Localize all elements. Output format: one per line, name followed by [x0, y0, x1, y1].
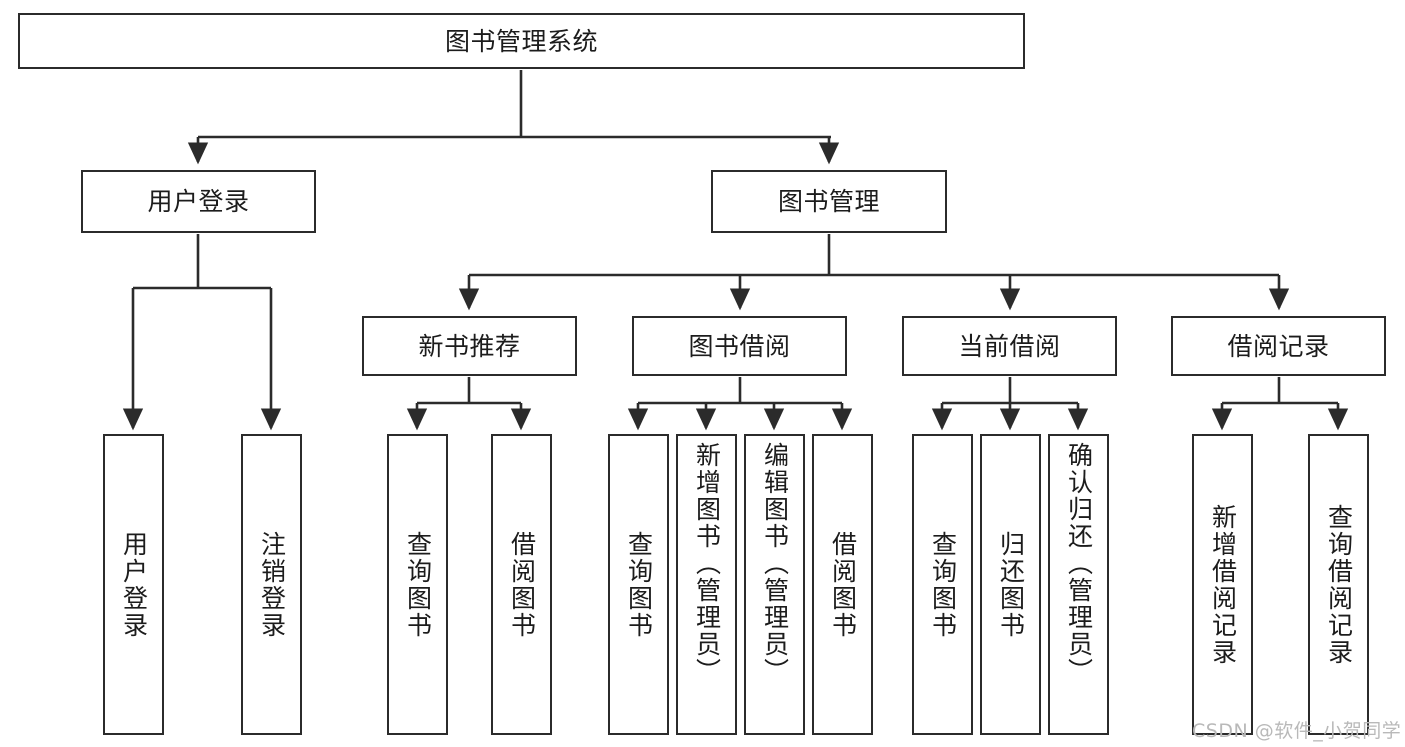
node-borrow-record[interactable]: 借阅记录: [1171, 316, 1386, 376]
leaf-query-book-recommend[interactable]: 查询图书: [387, 434, 448, 735]
node-label: 借阅图书: [507, 530, 537, 639]
node-label: 注销登录: [257, 530, 287, 639]
node-label: 借阅图书: [828, 530, 858, 639]
node-label: 图书借阅: [688, 331, 791, 361]
leaf-borrow-book[interactable]: 借阅图书: [812, 434, 873, 735]
node-label: 当前借阅: [958, 331, 1061, 361]
leaf-borrow-book-recommend[interactable]: 借阅图书: [491, 434, 552, 735]
node-label: 查询图书: [403, 530, 433, 639]
leaf-logout-login[interactable]: 注销登录: [241, 434, 302, 735]
node-user-login[interactable]: 用户登录: [81, 170, 316, 233]
node-label: 图书管理: [777, 187, 880, 216]
leaf-query-book-borrow[interactable]: 查询图书: [608, 434, 669, 735]
node-label: 新书推荐: [418, 331, 521, 361]
leaf-return-book[interactable]: 归还图书: [980, 434, 1041, 735]
node-book-manage[interactable]: 图书管理: [711, 170, 947, 233]
leaf-query-book-current[interactable]: 查询图书: [912, 434, 973, 735]
csdn-watermark: CSDN @软件_小贺同学: [1192, 720, 1402, 742]
leaf-add-book-admin[interactable]: 新增图书（管理员）: [676, 434, 737, 735]
node-label: 确认归还（管理员）: [1064, 442, 1094, 685]
node-current-borrow[interactable]: 当前借阅: [902, 316, 1117, 376]
leaf-edit-book-admin[interactable]: 编辑图书（管理员）: [744, 434, 805, 735]
node-book-management-system[interactable]: 图书管理系统: [18, 13, 1025, 69]
node-new-book-recommend[interactable]: 新书推荐: [362, 316, 577, 376]
node-label: 新增图书（管理员）: [692, 442, 722, 685]
node-book-borrow[interactable]: 图书借阅: [632, 316, 847, 376]
leaf-query-borrow-record[interactable]: 查询借阅记录: [1308, 434, 1369, 735]
node-label: 编辑图书（管理员）: [760, 442, 790, 685]
node-label: 新增借阅记录: [1208, 503, 1238, 666]
leaf-user-login[interactable]: 用户登录: [103, 434, 164, 735]
node-label: 用户登录: [147, 187, 250, 216]
node-label: 借阅记录: [1227, 331, 1330, 361]
leaf-confirm-return-admin[interactable]: 确认归还（管理员）: [1048, 434, 1109, 735]
node-label: 查询借阅记录: [1324, 503, 1354, 666]
node-label: 归还图书: [996, 530, 1026, 639]
node-label: 图书管理系统: [444, 26, 598, 56]
leaf-add-borrow-record[interactable]: 新增借阅记录: [1192, 434, 1253, 735]
node-label: 用户登录: [119, 530, 149, 639]
node-label: 查询图书: [624, 530, 654, 639]
node-label: 查询图书: [928, 530, 958, 639]
